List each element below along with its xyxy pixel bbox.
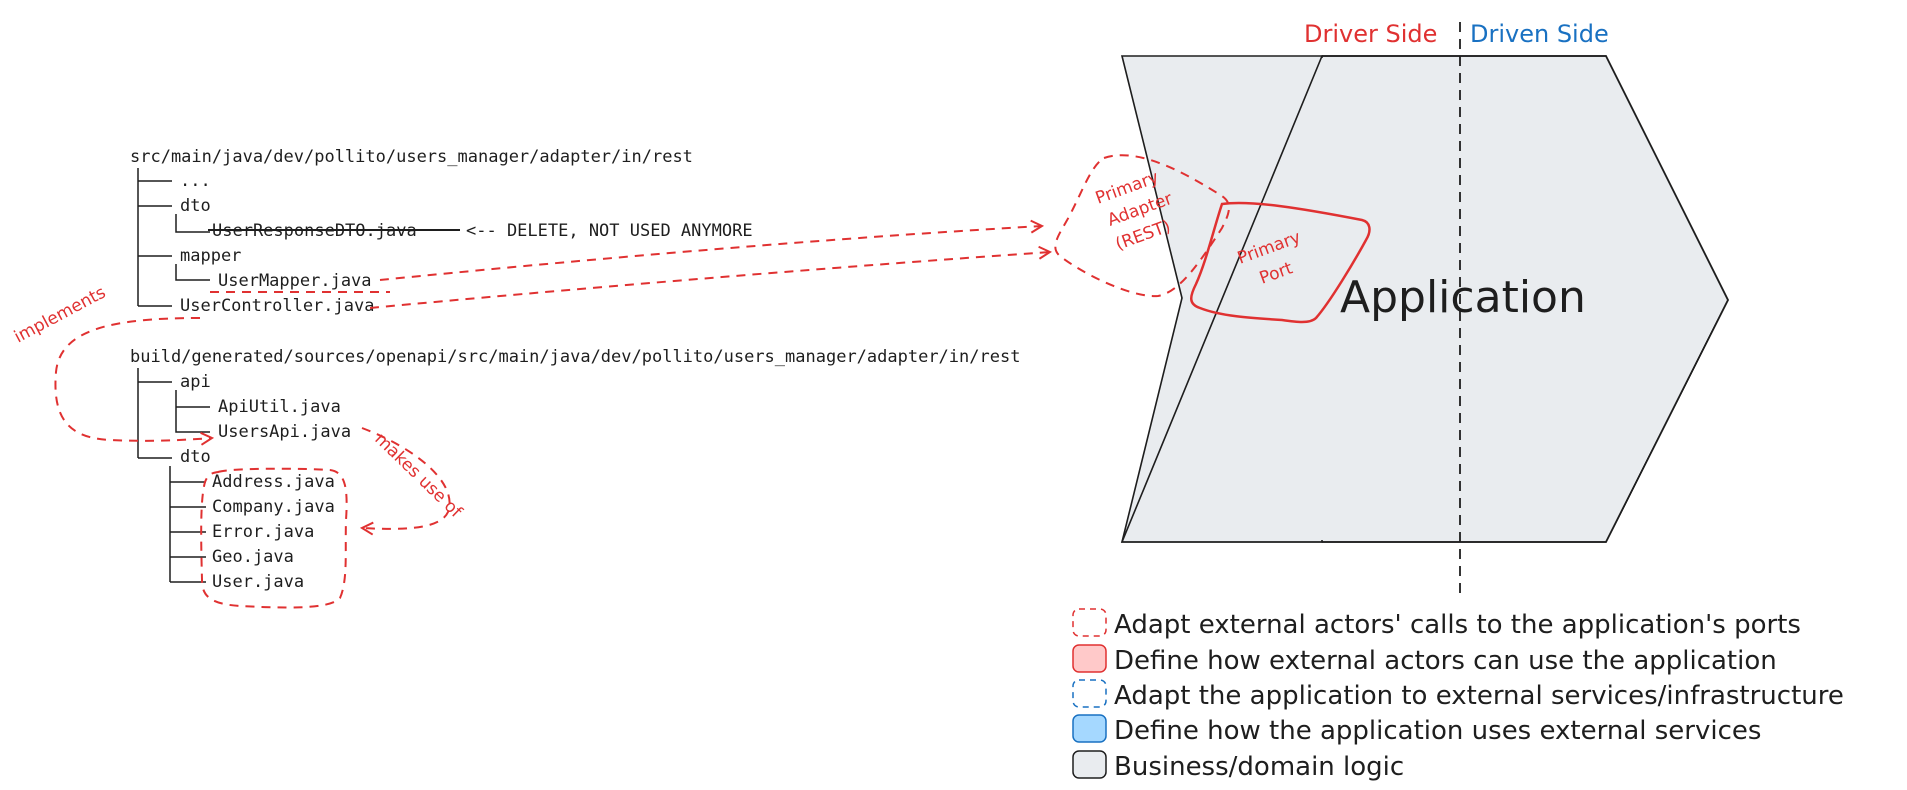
tree-generated-company: Company.java bbox=[212, 497, 335, 517]
tree-rest-mapper-folder: mapper bbox=[180, 246, 241, 266]
arrow-user-mapper-to-adapter bbox=[379, 226, 1042, 281]
legend-swatch-blue-filled bbox=[1072, 714, 1107, 743]
tree-generated-users-api: UsersApi.java bbox=[218, 422, 351, 442]
application-label: Application bbox=[1340, 272, 1586, 323]
tree-rest-user-mapper: UserMapper.java bbox=[218, 271, 372, 291]
primary-adapter-box bbox=[1054, 154, 1230, 298]
arrow-makes-use-of bbox=[362, 427, 451, 529]
tree-generated-address: Address.java bbox=[212, 472, 335, 492]
arrow-user-controller-to-adapter bbox=[369, 252, 1050, 309]
legend-swatch-red-dashed bbox=[1072, 608, 1107, 637]
annotation-layer: implements makes use of bbox=[11, 226, 1050, 609]
tree-rest-connectors bbox=[137, 168, 210, 307]
driver-side-label: Driver Side bbox=[1304, 20, 1437, 48]
legend-text-5: Business/domain logic bbox=[1114, 752, 1404, 782]
arrow-implements bbox=[54, 317, 212, 441]
legend-swatch-red-filled bbox=[1072, 644, 1107, 673]
tree-rest-dto-folder: dto bbox=[180, 196, 211, 216]
tree-generated-user: User.java bbox=[212, 572, 304, 592]
legend-text-1: Adapt external actors' calls to the appl… bbox=[1114, 610, 1801, 640]
legend-text-3: Adapt the application to external servic… bbox=[1114, 681, 1844, 711]
tree-generated-api-util: ApiUtil.java bbox=[218, 397, 341, 417]
legend-swatch-blue-dashed bbox=[1072, 679, 1107, 708]
tree-generated-root: build/generated/sources/openapi/src/main… bbox=[130, 347, 1020, 367]
tree-generated-connectors bbox=[137, 368, 210, 583]
makes-use-of-label: makes use of bbox=[371, 429, 467, 522]
source-tree-generated: build/generated/sources/openapi/src/main… bbox=[130, 347, 1020, 592]
tree-generated-geo: Geo.java bbox=[212, 547, 294, 567]
legend: Adapt external actors' calls to the appl… bbox=[1072, 608, 1844, 782]
tree-generated-error: Error.java bbox=[212, 522, 314, 542]
primary-port-box bbox=[1190, 201, 1371, 324]
delete-note: <-- DELETE, NOT USED ANYMORE bbox=[466, 221, 753, 241]
tree-rest-ellipsis: ... bbox=[180, 171, 211, 191]
legend-text-4: Define how the application uses external… bbox=[1114, 716, 1761, 746]
hexagon-fill-left bbox=[1124, 58, 1322, 540]
implements-label: implements bbox=[11, 282, 109, 347]
dto-group-box bbox=[200, 467, 348, 609]
tree-generated-api-folder: api bbox=[180, 372, 211, 392]
tree-generated-dto-folder: dto bbox=[180, 447, 211, 467]
hexagon-border-right bbox=[1322, 55, 1729, 543]
legend-swatch-gray-filled bbox=[1072, 750, 1107, 779]
source-tree-rest: src/main/java/dev/pollito/users_manager/… bbox=[130, 147, 753, 316]
driven-side-label: Driven Side bbox=[1470, 20, 1609, 48]
tree-rest-root: src/main/java/dev/pollito/users_manager/… bbox=[130, 147, 693, 167]
tree-rest-user-controller: UserController.java bbox=[180, 296, 374, 316]
legend-text-2: Define how external actors can use the a… bbox=[1114, 646, 1777, 676]
